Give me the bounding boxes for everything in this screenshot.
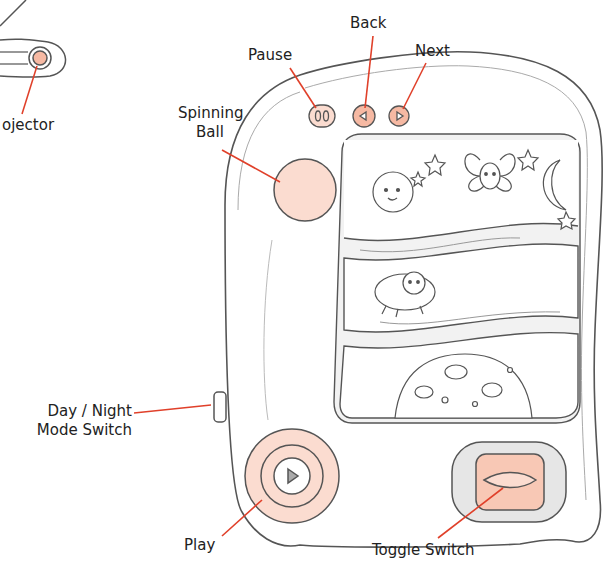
leader-lines [222,150,280,182]
next-button [397,112,403,120]
leader-lines [290,68,316,108]
part-label: Next [415,42,450,61]
part-label: ojector [2,116,54,135]
projector-part [0,52,28,64]
window-figures [442,397,448,403]
spinning-ball [274,159,336,221]
leader-lines [438,488,503,538]
part-label: Toggle Switch [372,541,475,560]
part-label: Back [350,14,386,33]
display-window [334,134,580,423]
window-figures [373,150,575,418]
leader-lines [22,36,503,538]
window-figures [395,354,532,418]
play-button [288,469,298,483]
pause-button [324,111,329,121]
window-figures [415,386,433,398]
display-window [334,134,580,423]
next-button [389,106,409,126]
display-window [360,238,560,324]
window-figures [382,306,423,317]
part-label: Spinning Ball [178,104,242,142]
day-night-switch [214,392,226,422]
pause-button [309,105,335,127]
window-figures [485,173,488,176]
window-figures [373,172,413,212]
leader-lines [22,66,37,114]
window-figures [411,172,425,186]
part-label: Play [184,536,215,555]
display-window [340,333,578,418]
toggle-switch [484,473,536,488]
play-button [245,429,339,523]
leader-lines [222,500,262,536]
display-window [344,224,578,241]
display-window [344,140,578,240]
window-figures [409,281,412,284]
window-figures [480,163,500,189]
window-figures [493,173,496,176]
toy-body [225,52,602,547]
projector-part [33,51,47,65]
window-figures [482,383,502,397]
pause-button [309,105,335,127]
spinning-ball [274,159,336,221]
back-button [360,112,366,120]
toggle-switch [452,442,566,522]
toy-body [264,240,272,420]
window-figures [465,154,515,191]
play-button [274,458,310,494]
leader-lines [365,36,373,108]
window-figures [518,150,538,170]
projector-part [0,0,26,26]
play-button [245,429,339,523]
leader-lines [134,405,211,413]
window-figures [388,198,397,200]
projector-part [29,47,51,69]
projector-part [0,39,66,77]
toy-body [225,52,602,547]
back-button [353,105,375,127]
window-figures [558,212,575,229]
toy-body [305,66,587,500]
part-label: Day / Night Mode Switch [16,402,132,440]
window-figures [445,365,467,379]
pause-button [316,111,321,121]
toggle-switch [452,442,566,522]
window-figures [385,189,388,192]
play-button [261,445,323,507]
window-figures [403,272,425,294]
window-figures [508,368,513,373]
window-figures [397,189,400,192]
part-label: Pause [248,46,292,65]
window-figures [417,281,420,284]
projector-part [0,0,66,77]
back-button [353,105,375,127]
window-figures [543,160,566,210]
window-figures [425,155,445,175]
next-button [389,106,409,126]
window-figures [473,402,478,407]
leader-lines [403,63,426,109]
